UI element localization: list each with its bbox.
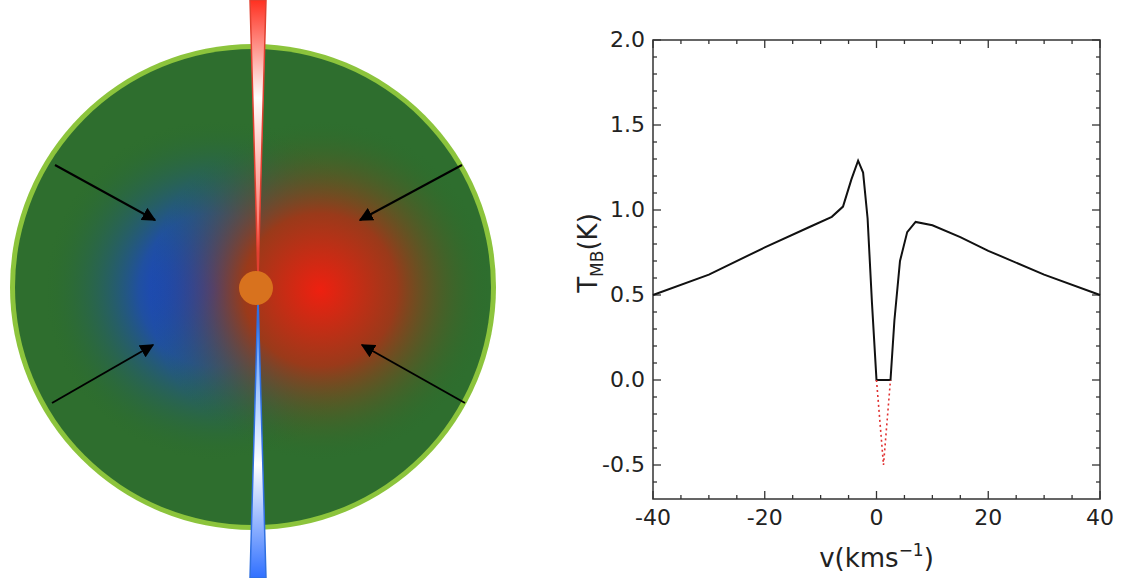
plot: [653, 40, 1100, 499]
spectrum-line: [653, 161, 1100, 380]
red-lobe: [250, 0, 266, 280]
tick-label: 1.5: [610, 114, 645, 136]
axis-label-part: (K): [573, 213, 603, 250]
blue-lobe: [250, 295, 266, 578]
tick-label: -20: [747, 507, 783, 529]
tick-label: -40: [635, 507, 671, 529]
tick-label: 2.0: [610, 29, 645, 51]
axis-label-part: v(kms: [819, 543, 898, 573]
tick-label: 0.5: [610, 284, 645, 306]
absorption-dotted: [877, 380, 891, 465]
tick-label: -0.5: [602, 454, 645, 476]
tick-label: 20: [974, 507, 1002, 529]
protostar: [239, 271, 273, 305]
tick-label: 40: [1086, 507, 1114, 529]
x-axis-label: v(kms−1): [819, 545, 934, 571]
axis-label-part: T: [573, 276, 603, 292]
infall-arrows: [52, 165, 465, 403]
tick-label: 0.0: [610, 369, 645, 391]
axis-label-part: −1: [899, 540, 924, 560]
ticks: [653, 40, 1100, 499]
y-axis-label: TMB(K): [575, 213, 601, 293]
tick-label: 1.0: [610, 199, 645, 221]
axis-label-part: ): [924, 543, 934, 573]
tick-label: 0: [870, 507, 884, 529]
axis-label-part: MB: [587, 250, 607, 276]
axes-frame: [653, 40, 1100, 499]
